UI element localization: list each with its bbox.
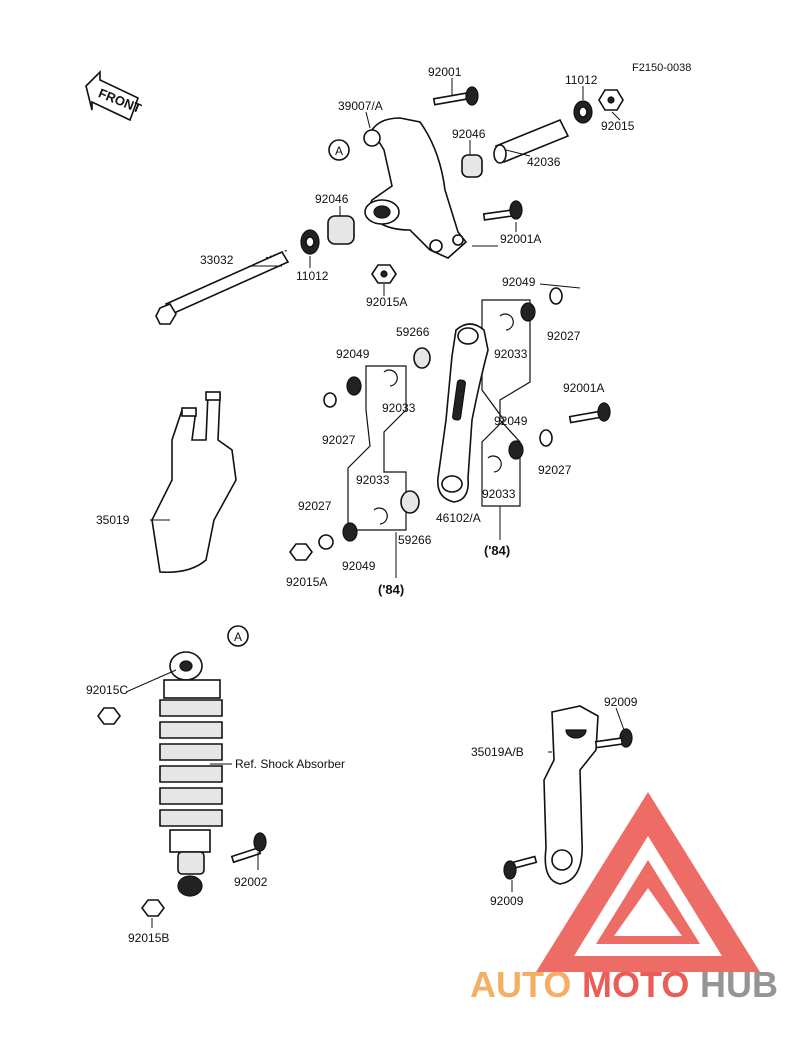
label-92027-right: 92027	[547, 329, 581, 343]
label-92027-right-mid: 92027	[538, 463, 572, 477]
mud-guard-35019	[151, 391, 237, 574]
label-92009-top: 92009	[604, 695, 638, 709]
ref-marker-top: A	[335, 144, 343, 158]
label-shock-ref: Ref. Shock Absorber	[235, 757, 345, 771]
label-92009-bottom: 92009	[490, 894, 524, 908]
spring-coils	[159, 699, 223, 827]
watermark-logo-icon	[536, 792, 760, 972]
label-92033-left-top: 92033	[382, 401, 416, 415]
label-46102: 46102/A	[436, 511, 481, 525]
shock-absorber: A	[97, 625, 267, 917]
label-92046-lower: 92046	[315, 192, 349, 206]
label-92027-left-bottom: 92027	[298, 499, 332, 513]
label-92001a-top: 92001A	[500, 232, 541, 246]
front-arrow-icon: FRONT	[85, 70, 144, 122]
watermark-text-moto: MOTO	[582, 964, 689, 1005]
label-39007: 39007/A	[338, 99, 383, 113]
rocker-arm-assembly: A	[155, 86, 624, 325]
label-92049-right: 92049	[502, 275, 536, 289]
label-33032: 33032	[200, 253, 234, 267]
year-note-right: ('84)	[484, 543, 510, 558]
label-35019ab: 35019A/B	[471, 745, 524, 759]
label-92015c: 92015C	[86, 683, 128, 697]
label-35019: 35019	[96, 513, 130, 527]
automotohub-watermark: AUTO MOTO HUB	[470, 792, 778, 1005]
link-plates	[289, 287, 611, 561]
label-92049-left: 92049	[336, 347, 370, 361]
label-92015b: 92015B	[128, 931, 169, 945]
watermark-text-hub: HUB	[700, 964, 778, 1005]
label-92033-right-bottom: 92033	[482, 487, 516, 501]
label-42036: 42036	[527, 155, 561, 169]
watermark-text-auto: AUTO	[470, 964, 571, 1005]
ref-marker-shock: A	[234, 630, 242, 644]
label-92001a-mid: 92001A	[563, 381, 604, 395]
label-59266-top: 59266	[396, 325, 430, 339]
label-92015-top: 92015	[601, 119, 635, 133]
label-92033-right-top: 92033	[494, 347, 528, 361]
label-92049-right-mid: 92049	[494, 414, 528, 428]
part-labels: 92001 39007/A 11012 92015 92046 42036 92…	[86, 65, 638, 945]
bracket-35019ab	[503, 705, 633, 885]
label-92033-left-bottom: 92033	[356, 473, 390, 487]
leader-lines	[125, 78, 625, 928]
label-11012-bottom: 11012	[296, 269, 329, 283]
year-note-left: ('84)	[378, 582, 404, 597]
label-59266-bottom: 59266	[398, 533, 432, 547]
label-92015a-top: 92015A	[366, 295, 407, 309]
label-92002: 92002	[234, 875, 268, 889]
label-92001-top: 92001	[428, 65, 462, 79]
label-11012-top: 11012	[565, 73, 598, 87]
label-92015a-bottom: 92015A	[286, 575, 327, 589]
label-92046-upper: 92046	[452, 127, 486, 141]
label-92049-left-bottom: 92049	[342, 559, 376, 573]
diagram-code: F2150-0038	[632, 62, 691, 74]
label-92027-left: 92027	[322, 433, 356, 447]
